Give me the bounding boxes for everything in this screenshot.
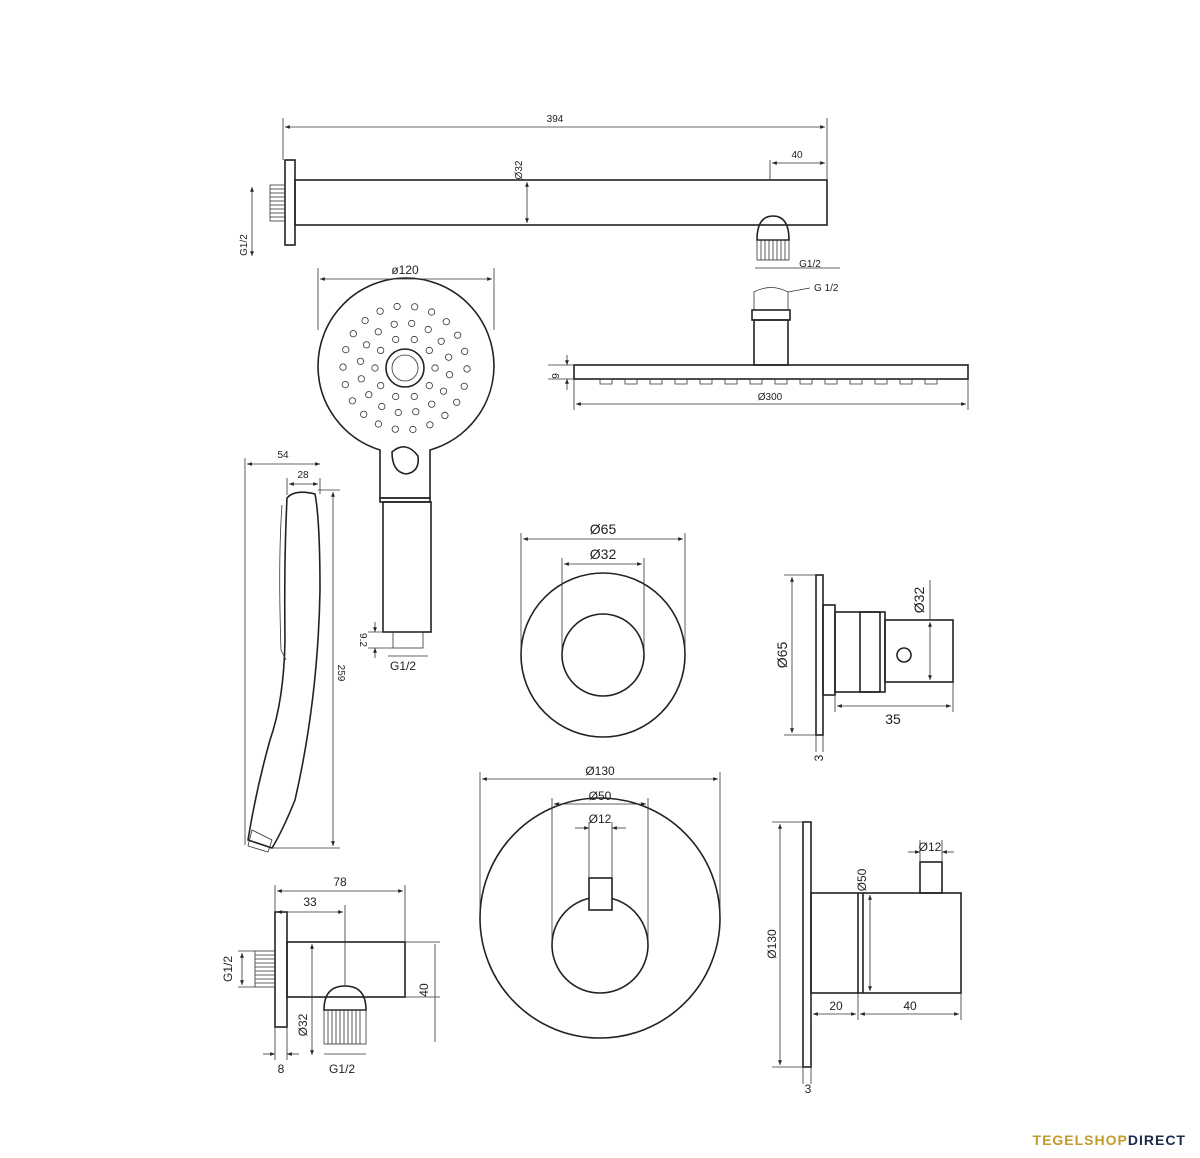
nozzle bbox=[425, 346, 433, 354]
dim-arm-end: 40 bbox=[791, 150, 803, 161]
dim-therm-side-knob: Ø50 bbox=[855, 868, 869, 891]
nozzle bbox=[357, 375, 365, 383]
nozzle bbox=[453, 331, 462, 339]
nozzle bbox=[411, 303, 419, 311]
dim-side-depth: 54 bbox=[277, 450, 289, 461]
dim-side-length: 259 bbox=[335, 665, 346, 682]
dim-elbow-height: 40 bbox=[417, 983, 431, 997]
dim-rose-inner: Ø32 bbox=[590, 546, 617, 562]
dim-valve-side-dia: Ø65 bbox=[774, 642, 790, 669]
nozzle bbox=[442, 318, 450, 326]
thermostat-plate-front bbox=[479, 772, 721, 1039]
dim-valve-side-body: Ø32 bbox=[911, 587, 927, 614]
nozzle bbox=[339, 363, 347, 371]
nozzle bbox=[376, 307, 384, 315]
dim-therm-side-lever: Ø12 bbox=[919, 840, 942, 854]
nozzle bbox=[439, 387, 448, 395]
nozzle bbox=[377, 381, 385, 390]
rain-shower-head bbox=[548, 287, 969, 410]
dim-arm-thread-left: G1/2 bbox=[239, 234, 250, 256]
nozzle bbox=[412, 408, 420, 416]
brand-part1: TEGELSHOP bbox=[1032, 1132, 1128, 1148]
dim-rose-outer: Ø65 bbox=[590, 521, 617, 537]
dim-valve-side-depth: 35 bbox=[885, 711, 901, 727]
dim-valve-side-plate: 3 bbox=[812, 754, 826, 761]
nozzle bbox=[431, 364, 439, 372]
nozzle bbox=[374, 420, 382, 428]
dim-elbow-half: 33 bbox=[303, 895, 317, 909]
dim-elbow-thread-left: G1/2 bbox=[221, 956, 235, 982]
nozzle bbox=[437, 337, 445, 345]
dim-therm-side-gap: 20 bbox=[829, 999, 843, 1013]
nozzle bbox=[426, 421, 434, 429]
nozzle bbox=[409, 425, 417, 434]
nozzle bbox=[360, 410, 368, 418]
dim-rain-thread: G 1/2 bbox=[814, 283, 839, 294]
brand-logo: TEGELSHOPDIRECT bbox=[1033, 1132, 1186, 1148]
dim-side-head: 28 bbox=[297, 470, 309, 481]
dim-arm-length: 394 bbox=[547, 114, 564, 125]
dim-rain-dia: Ø300 bbox=[758, 392, 783, 403]
nozzle bbox=[393, 302, 401, 311]
nozzle bbox=[341, 380, 349, 389]
nozzle bbox=[362, 341, 371, 349]
nozzle bbox=[356, 357, 365, 365]
nozzle bbox=[377, 346, 385, 354]
wall-elbow bbox=[238, 885, 440, 1060]
nozzle bbox=[392, 335, 400, 344]
hand-shower-side bbox=[244, 458, 340, 853]
dim-hand-conn: 9.2 bbox=[357, 633, 368, 647]
nozzle bbox=[425, 381, 433, 390]
dim-elbow-total: 78 bbox=[333, 875, 347, 889]
nozzle bbox=[365, 391, 373, 399]
nozzle bbox=[461, 347, 469, 355]
dim-plate-outer: Ø130 bbox=[585, 764, 615, 778]
dim-hand-head-dia: ø120 bbox=[391, 263, 419, 277]
nozzle bbox=[391, 425, 399, 433]
dim-plate-knob: Ø50 bbox=[589, 789, 612, 803]
nozzle bbox=[445, 353, 453, 361]
dim-hand-thread: G1/2 bbox=[390, 659, 416, 673]
nozzle bbox=[427, 308, 436, 316]
nozzle bbox=[428, 400, 436, 408]
nozzle bbox=[410, 392, 418, 401]
nozzle bbox=[378, 402, 386, 411]
nozzle bbox=[349, 330, 357, 338]
dim-therm-side-plate: 3 bbox=[805, 1082, 812, 1096]
nozzle bbox=[374, 328, 382, 336]
valve-side bbox=[784, 574, 954, 752]
nozzle bbox=[348, 397, 356, 405]
dim-therm-side-height: Ø130 bbox=[765, 929, 779, 959]
shower-arm bbox=[250, 118, 840, 269]
nozzle bbox=[460, 382, 468, 390]
hand-shower-front bbox=[317, 268, 495, 658]
dim-arm-dia: Ø32 bbox=[514, 160, 525, 179]
dim-elbow-body-dia: Ø32 bbox=[296, 1013, 310, 1036]
dim-elbow-thread-bottom: G1/2 bbox=[329, 1062, 355, 1076]
nozzle bbox=[394, 408, 402, 417]
nozzle bbox=[361, 316, 369, 325]
nozzle bbox=[408, 319, 416, 328]
dim-plate-lever: Ø12 bbox=[589, 812, 612, 826]
dim-arm-thread-right: G1/2 bbox=[799, 259, 821, 270]
brand-part2: DIRECT bbox=[1127, 1132, 1186, 1148]
nozzle bbox=[445, 371, 454, 379]
thermostat-side bbox=[772, 821, 962, 1084]
nozzle bbox=[342, 346, 350, 354]
nozzle bbox=[371, 364, 379, 372]
nozzle bbox=[392, 392, 400, 401]
nozzle bbox=[453, 398, 461, 406]
rosette-front bbox=[520, 533, 686, 738]
dim-therm-side-depth: 40 bbox=[903, 999, 917, 1013]
nozzle bbox=[390, 320, 398, 328]
nozzle bbox=[463, 365, 471, 373]
nozzle bbox=[424, 325, 432, 334]
nozzle bbox=[441, 411, 449, 419]
dim-rain-thickness: 9 bbox=[551, 373, 562, 379]
nozzle bbox=[410, 335, 418, 344]
dim-elbow-plate: 8 bbox=[278, 1062, 285, 1076]
